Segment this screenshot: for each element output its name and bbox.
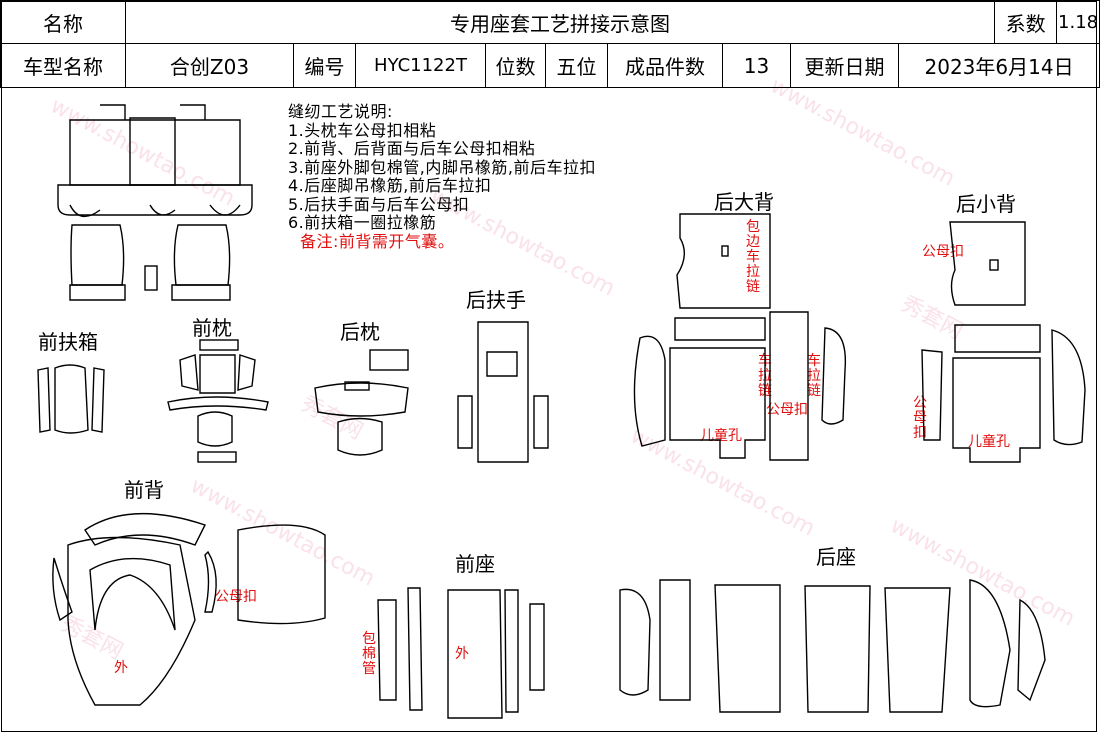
label-child-hole-small: 儿童孔 (968, 434, 1010, 450)
rear-big-back-pieces (633, 213, 847, 461)
pieces-label: 成品件数 (607, 43, 723, 88)
note-item: 3.前座外脚包棉管,内脚吊橡筋,前后车拉扣 (288, 157, 596, 177)
seats-value: 五位 (545, 43, 608, 88)
rear-pillow-pieces (314, 349, 409, 456)
date-label: 更新日期 (790, 43, 899, 88)
front-seat-pieces (377, 587, 545, 719)
rear-seat-pieces (619, 579, 1046, 713)
note-item: 5.后扶手面与后车公母扣 (288, 194, 470, 214)
front-box-pieces (37, 364, 105, 434)
label-snap-big-back: 公母扣 (766, 402, 808, 418)
title-front-box: 前扶箱 (38, 330, 98, 354)
coef-label: 系数 (994, 0, 1058, 44)
title-rear-small-back: 后小背 (956, 192, 1016, 216)
seats-label: 位数 (485, 43, 546, 88)
title-rear-big-back: 后大背 (714, 190, 774, 214)
note-item: 4.后座脚吊橡筋,前后车拉扣 (288, 176, 492, 195)
title-rear-pillow: 后枕 (340, 320, 380, 344)
label-car-zip-left: 车拉链 (758, 353, 772, 399)
title-front-back: 前背 (124, 478, 164, 502)
document-title: 专用座套工艺拼接示意图 (124, 0, 996, 44)
header-table: 名称 专用座套工艺拼接示意图 系数 1.18 车型名称 合创Z03 编号 HYC… (0, 0, 1100, 88)
label-snap-front-back: 公母扣 (215, 589, 257, 605)
front-pillow-pieces (167, 339, 269, 463)
seat-overview-diagram (57, 104, 253, 301)
rear-armrest-pieces (457, 321, 549, 463)
note-item: 1.头枕车公母扣相粘 (288, 120, 437, 140)
label-cotton-tube: 包棉管 (362, 631, 376, 677)
front-back-pieces (52, 513, 326, 706)
title-rear-seat: 后座 (816, 545, 856, 569)
label-outer-front-back: 外 (114, 660, 128, 676)
rear-small-back-pieces (921, 221, 1086, 463)
name-label: 名称 (0, 0, 126, 44)
sewing-notes: 缝纫工艺说明: 1.头枕车公母扣相粘 2.前背、后背面与后车公母扣相粘 3.前座… (288, 102, 596, 251)
label-car-zip-right: 车拉链 (807, 353, 821, 399)
date-value: 2023年6月14日 (897, 43, 1100, 88)
title-rear-armrest: 后扶手 (466, 288, 526, 312)
code-label: 编号 (293, 43, 356, 88)
label-outer-front-seat: 外 (455, 646, 469, 662)
pieces-value: 13 (722, 43, 791, 88)
note-item: 6.前扶箱一圈拉橡筋 (288, 213, 437, 232)
title-front-seat: 前座 (455, 552, 495, 576)
notes-remark: 备注:前背需开气囊。 (300, 231, 455, 251)
notes-heading: 缝纫工艺说明: (288, 102, 393, 121)
model-value: 合创Z03 (125, 43, 294, 88)
label-zip-edge: 包边车拉链 (746, 219, 760, 295)
model-label: 车型名称 (0, 43, 126, 88)
note-item: 2.前背、后背面与后车公母扣相粘 (288, 139, 536, 158)
title-front-pillow: 前枕 (192, 316, 232, 340)
